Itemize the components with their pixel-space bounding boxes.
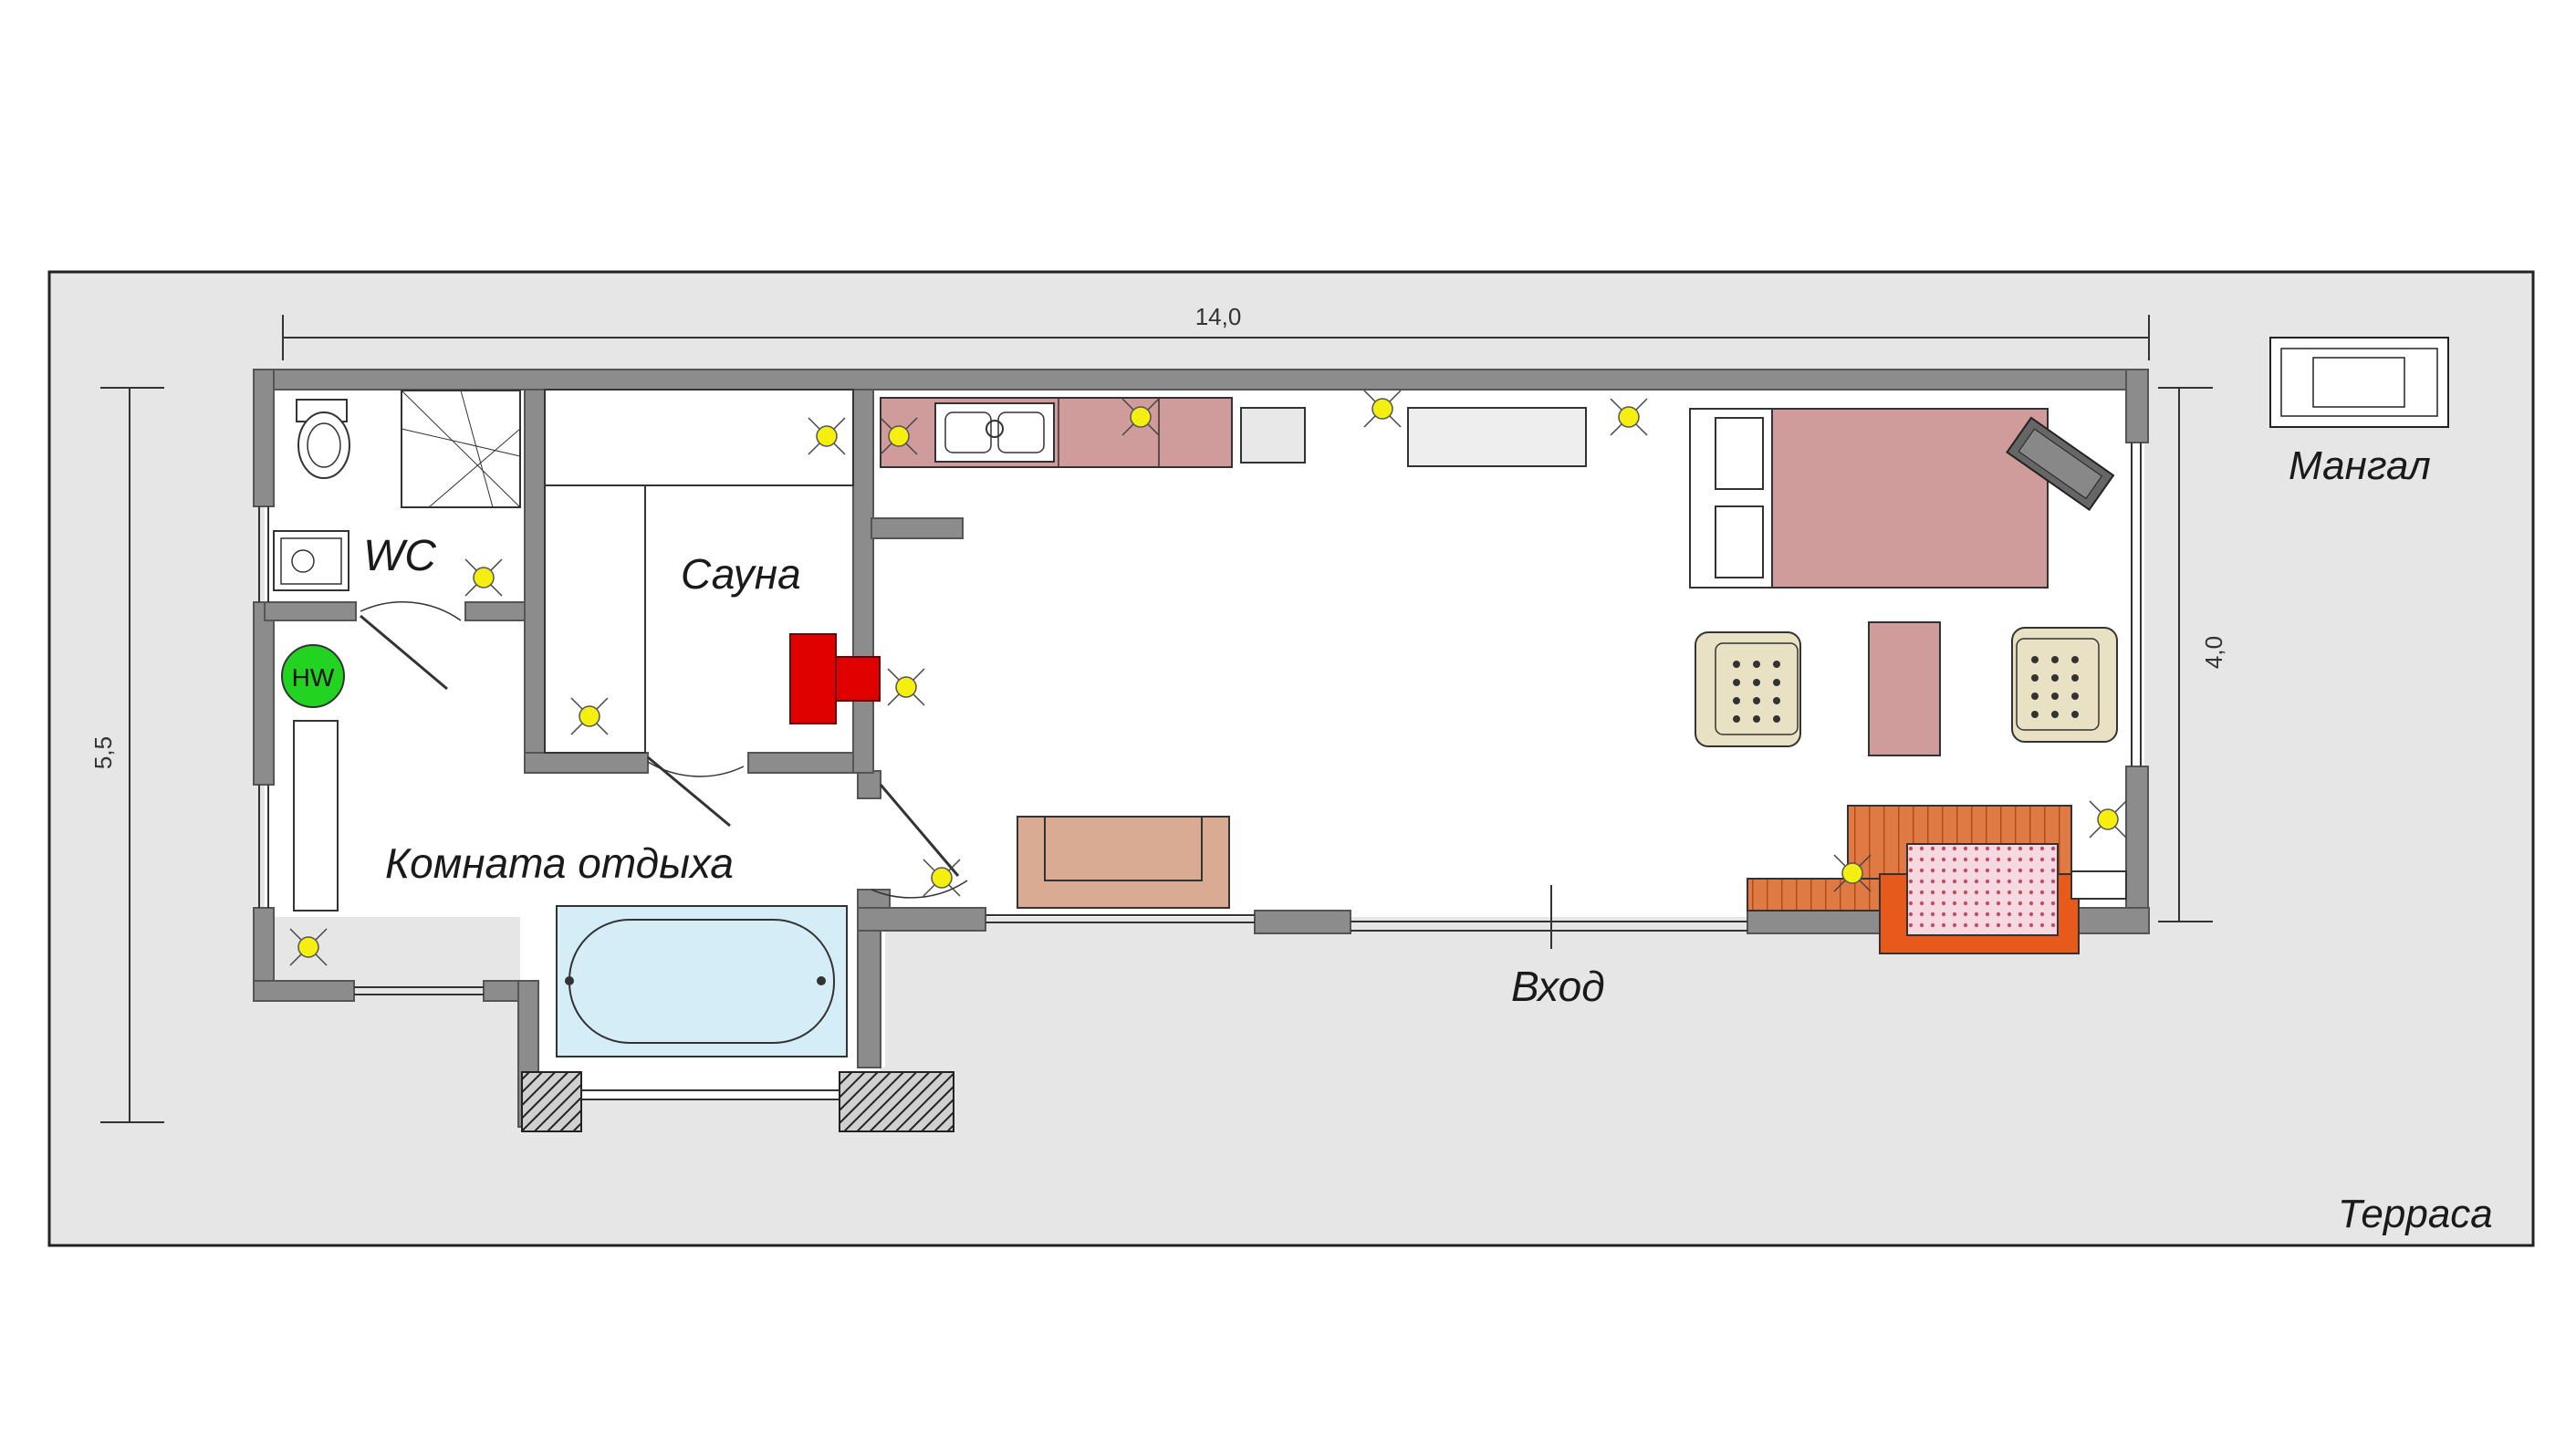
tufting-dot	[2031, 656, 2039, 663]
ceiling-light-icon	[289, 928, 328, 966]
doors	[360, 601, 968, 899]
dimension-lines	[100, 315, 2213, 1123]
tufting-dot	[1733, 679, 1740, 686]
ceiling-light-icon	[887, 668, 925, 706]
tufting-dot	[1733, 715, 1740, 723]
armchair	[1695, 631, 1801, 747]
tufting-dot	[1753, 661, 1760, 668]
tufting-dot	[2051, 693, 2059, 700]
cabinet	[2070, 870, 2127, 900]
fireplace	[1747, 805, 2080, 954]
tufting-dot	[1733, 697, 1740, 704]
tufting-dot	[1753, 697, 1760, 704]
ceiling-light-icon	[808, 417, 846, 455]
label-grill: Мангал	[2289, 443, 2431, 488]
tufting-dot	[2071, 674, 2079, 682]
kitchen-counter	[880, 397, 1233, 468]
dimension-width: 5,5	[89, 736, 117, 769]
tufting-dot	[2051, 674, 2059, 682]
ceiling-light-icon	[1121, 398, 1160, 436]
tufting-dot	[1733, 661, 1740, 668]
tufting-dot	[1753, 715, 1760, 723]
tufting-dot	[1773, 661, 1780, 668]
ceiling-light-icon	[1363, 390, 1402, 428]
kitchen-appliance	[1240, 407, 1306, 464]
sofa	[1017, 816, 1230, 909]
tufting-dot	[2031, 711, 2039, 718]
tufting-dot	[1773, 679, 1780, 686]
tufting-dot	[2051, 656, 2059, 663]
shower-cabin	[401, 390, 521, 508]
ceiling-light-icon	[1610, 398, 1648, 436]
windows	[258, 443, 2142, 1100]
tufting-dot	[1773, 715, 1780, 723]
tufting-dot	[2071, 711, 2079, 718]
label-terrace: Терраса	[2338, 1192, 2493, 1236]
label-rest-room: Комната отдыха	[385, 839, 734, 887]
coffee-table	[1868, 621, 1941, 756]
ceiling-light-icon	[570, 697, 609, 735]
label-sauna: Сауна	[681, 550, 801, 598]
water-heater	[281, 644, 345, 708]
kitchen-table	[1407, 407, 1587, 467]
ceiling-lights	[289, 390, 2127, 966]
tufting-dot	[1773, 697, 1780, 704]
ceiling-light-icon	[923, 859, 961, 897]
armchair	[2011, 627, 2118, 743]
dimension-length: 14,0	[1195, 303, 1242, 330]
tufting-dot	[2071, 693, 2079, 700]
label-entrance: Вход	[1511, 963, 1605, 1010]
ceiling-light-icon	[464, 558, 503, 597]
kitchen-sink	[934, 402, 1055, 463]
foundation-block	[839, 1071, 954, 1132]
ceiling-light-icon	[1833, 854, 1872, 892]
ceiling-light-icon	[2089, 800, 2127, 839]
foundation-block	[521, 1071, 582, 1132]
bed	[1689, 408, 2049, 589]
tufting-dot	[2071, 656, 2079, 663]
water-heater-label: HW	[292, 663, 335, 692]
armchair-tufting	[1733, 656, 2079, 723]
tufting-dot	[2031, 674, 2039, 682]
bathtub	[556, 905, 848, 1057]
sauna-bench	[544, 389, 854, 754]
toilet	[296, 399, 350, 479]
grill	[2269, 337, 2449, 428]
tufting-dot	[2051, 711, 2059, 718]
wash-basin	[273, 530, 349, 591]
label-wc: WC	[363, 532, 436, 580]
sauna-heater	[789, 633, 881, 724]
tufting-dot	[1753, 679, 1760, 686]
tufting-dot	[2031, 693, 2039, 700]
television	[2006, 416, 2115, 512]
dimension-room-width: 4,0	[2200, 636, 2227, 669]
ceiling-light-icon	[880, 417, 918, 455]
rest-room-bench	[293, 720, 339, 912]
